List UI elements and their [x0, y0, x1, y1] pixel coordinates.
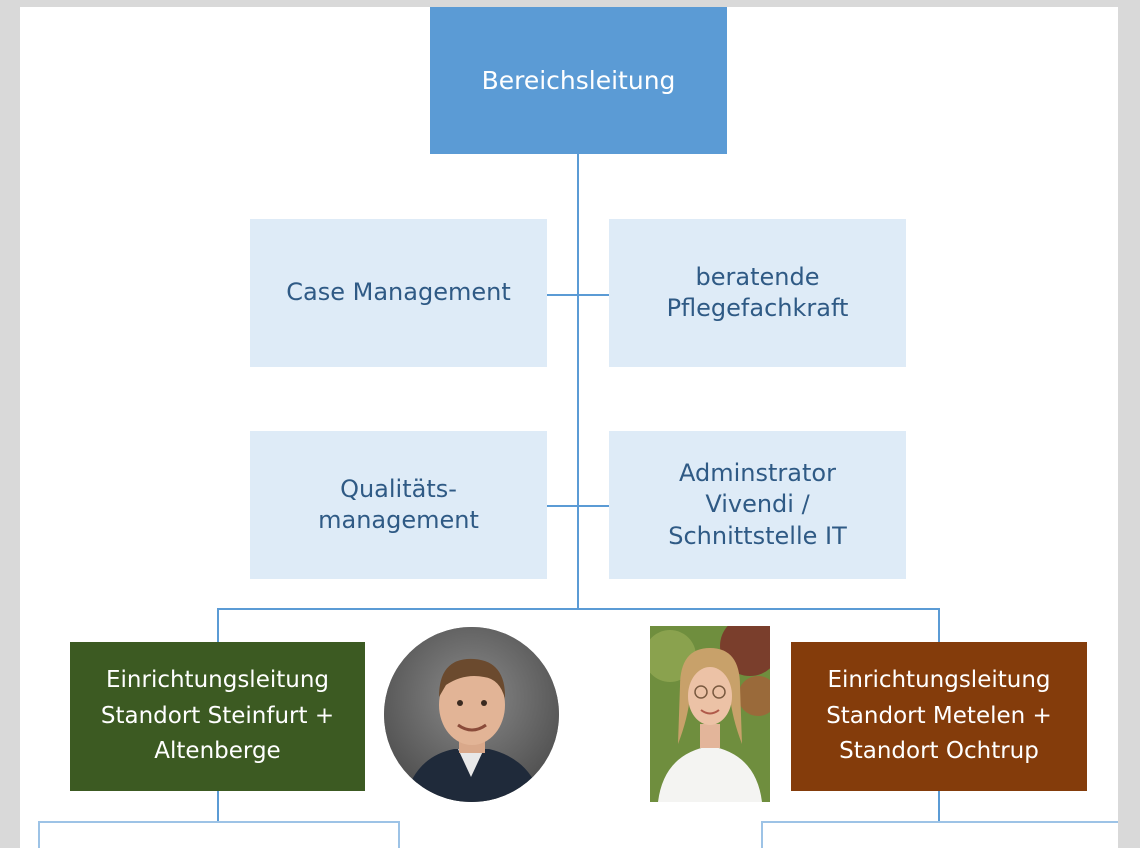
- bereichsleitung-label: Bereichsleitung: [481, 66, 676, 95]
- steinfurt-line-2: Standort Steinfurt +: [100, 702, 335, 729]
- pflegefachkraft-line-2: Pflegefachkraft: [666, 294, 849, 322]
- einrichtungsleitung-metelen-box: Einrichtungsleitung Standort Metelen + S…: [791, 642, 1087, 791]
- sub-unit-box-right: [761, 821, 1118, 848]
- bereichsleitung-box: Bereichsleitung: [430, 7, 727, 154]
- pflegefachkraft-box: beratende Pflegefachkraft: [609, 219, 906, 367]
- pflegefachkraft-line-1: beratende: [695, 262, 820, 291]
- administrator-line-1: Adminstrator: [679, 459, 836, 488]
- connector-left-down: [217, 608, 219, 642]
- metelen-line-2: Standort Metelen +: [826, 702, 1052, 729]
- qualitaetsmanagement-line-1: Qualitäts-: [340, 474, 457, 503]
- case-management-box: Case Management: [250, 219, 547, 367]
- connector-staff-row2: [547, 505, 609, 507]
- einrichtungsleitung-steinfurt-box: Einrichtungsleitung Standort Steinfurt +…: [70, 642, 365, 791]
- connector-main-vertical: [577, 154, 579, 608]
- org-chart: Bereichsleitung Case Management beratend…: [20, 7, 1118, 848]
- qualitaetsmanagement-box: Qualitäts- management: [250, 431, 547, 579]
- connector-left-bottom: [217, 791, 219, 821]
- connector-staff-row1: [547, 294, 609, 296]
- qualitaetsmanagement-line-2: management: [318, 506, 479, 534]
- steinfurt-line-1: Einrichtungsleitung: [105, 667, 330, 694]
- connector-right-down: [938, 608, 940, 642]
- metelen-line-3: Standort Ochtrup: [839, 738, 1039, 765]
- connector-horizontal-branch: [217, 608, 939, 610]
- metelen-line-1: Einrichtungsleitung: [827, 667, 1051, 694]
- sub-unit-box-left: [38, 821, 400, 848]
- connector-right-bottom: [938, 791, 940, 821]
- administrator-line-3: Schnittstelle IT: [668, 521, 847, 550]
- portrait-photo-man: [384, 627, 559, 802]
- case-management-label: Case Management: [286, 278, 511, 307]
- administrator-line-2: Vivendi /: [705, 490, 810, 519]
- steinfurt-line-3: Altenberge: [154, 738, 281, 765]
- administrator-it-box: Adminstrator Vivendi / Schnittstelle IT: [609, 431, 906, 579]
- portrait-photo-woman: [650, 626, 770, 802]
